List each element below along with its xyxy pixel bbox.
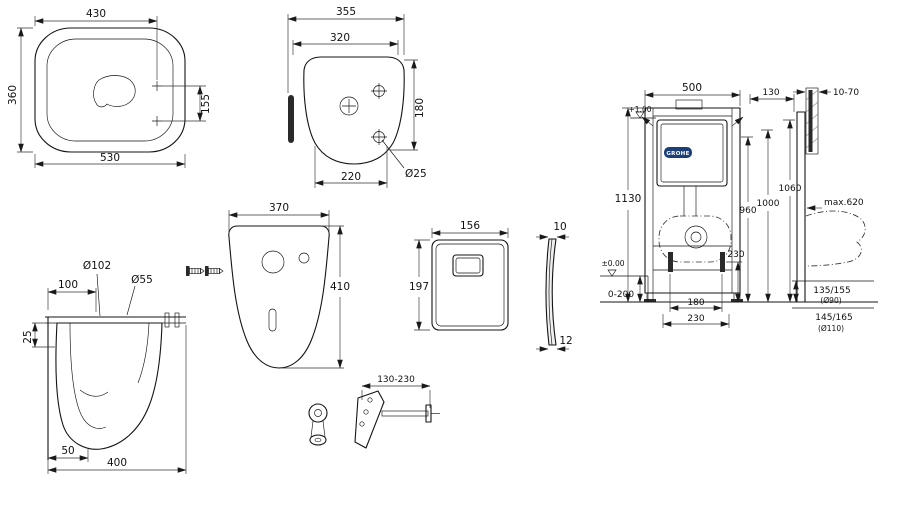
frame-front-view: GROHE 500 1130 +1.00 ±0.00 0-200 180 230 bbox=[600, 82, 802, 328]
gasket-view: 370 410 bbox=[228, 202, 350, 369]
bowl-side-view: Ø102 100 Ø55 25 50 400 bbox=[22, 260, 187, 474]
dim-side-dia55: Ø55 bbox=[131, 274, 153, 286]
dim-side-400: 400 bbox=[107, 457, 127, 469]
plate-side-profile: 10 12 bbox=[536, 221, 573, 352]
screw bbox=[186, 266, 205, 276]
dim-hole-dia-25: Ø25 bbox=[405, 168, 427, 180]
dim-side-50: 50 bbox=[61, 445, 74, 457]
seat-mount-crosses bbox=[152, 81, 162, 126]
dim-outlet-a-dia: (Ø90) bbox=[820, 296, 841, 305]
dim-max-620: max.620 bbox=[824, 198, 864, 208]
dim-1060: 1060 bbox=[779, 184, 802, 194]
seat-hinge-hole bbox=[93, 75, 136, 108]
frame-side-view: 130 10-70 max.620 135/155 (Ø90) 145/165 … bbox=[749, 87, 874, 333]
dim-seat-430: 430 bbox=[86, 8, 106, 20]
dim-outlet-230: 230 bbox=[727, 250, 744, 260]
dim-back-355: 355 bbox=[336, 6, 356, 18]
cistern bbox=[656, 119, 728, 187]
seat-top-view: 430 360 155 530 bbox=[7, 8, 212, 168]
gasket-section-mark bbox=[288, 95, 294, 143]
dim-seat-155: 155 bbox=[200, 94, 212, 114]
fixing-screws bbox=[186, 266, 224, 276]
pan-outline-side bbox=[805, 210, 866, 267]
dim-outlet-b-dia: (Ø110) bbox=[818, 324, 844, 333]
flush-plate-view: 156 197 bbox=[409, 220, 509, 331]
dim-pan-230: 230 bbox=[687, 314, 704, 324]
dim-tile-10-70: 10-70 bbox=[833, 88, 859, 98]
dim-plate-156: 156 bbox=[460, 220, 480, 232]
grohe-logo-text: GROHE bbox=[666, 151, 689, 157]
dim-960: 960 bbox=[739, 206, 756, 216]
dim-side-dia102: Ø102 bbox=[83, 260, 111, 272]
dim-outlet-b: 145/165 bbox=[815, 313, 852, 323]
dim-frame-500: 500 bbox=[682, 82, 702, 94]
fixing-bolt bbox=[668, 252, 673, 272]
dim-seat-530: 530 bbox=[100, 152, 120, 164]
level-top: +1.00 bbox=[629, 105, 652, 114]
dim-back-320: 320 bbox=[330, 32, 350, 44]
dim-outlet-a: 135/155 bbox=[813, 286, 850, 296]
pan-outline-front bbox=[658, 215, 732, 263]
dim-bolt-180: 180 bbox=[687, 298, 704, 308]
dim-gasket-410: 410 bbox=[330, 281, 350, 293]
dim-back-220: 220 bbox=[341, 171, 361, 183]
fixing-bolt bbox=[720, 252, 725, 272]
dim-back-180: 180 bbox=[414, 98, 426, 118]
dim-depth-130: 130 bbox=[762, 88, 779, 98]
flush-button bbox=[452, 254, 484, 277]
wall-plug bbox=[308, 403, 328, 446]
dim-bracket-range: 130-230 bbox=[377, 375, 415, 385]
dim-side-100: 100 bbox=[58, 279, 78, 291]
dim-frame-1130: 1130 bbox=[615, 193, 642, 205]
dim-plate-197: 197 bbox=[409, 281, 429, 293]
level-zero: ±0.00 bbox=[602, 259, 625, 268]
screw bbox=[205, 266, 224, 276]
dim-side-25: 25 bbox=[22, 330, 34, 343]
dim-plate-12: 12 bbox=[559, 335, 572, 347]
dim-gasket-370: 370 bbox=[269, 202, 289, 214]
dim-foot-adjust: 0-200 bbox=[608, 290, 634, 300]
dim-1000: 1000 bbox=[757, 199, 780, 209]
dim-plate-10: 10 bbox=[553, 221, 566, 233]
grohe-logo bbox=[664, 147, 692, 158]
dim-seat-360: 360 bbox=[7, 85, 19, 105]
bowl-back-view: Ø25 355 320 180 220 bbox=[287, 6, 427, 188]
support-bracket: 130-230 bbox=[354, 375, 440, 449]
